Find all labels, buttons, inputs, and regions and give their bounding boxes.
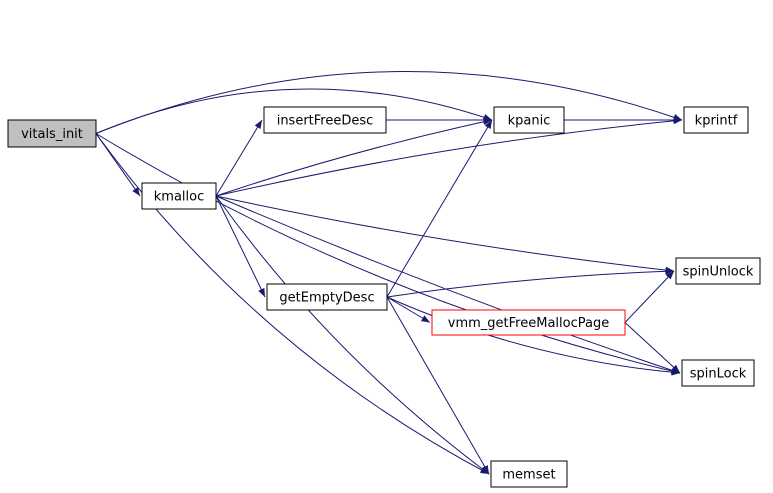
edge-kmalloc-to-kprintf (215, 117, 683, 197)
node-vitals_init[interactable]: vitals_init (7, 119, 97, 148)
node-box-kmalloc[interactable] (141, 182, 217, 210)
edge-getEmptyDesc-to-memset (386, 296, 490, 475)
edge-getEmptyDesc-to-vmm_getFreeMallocPage (386, 296, 431, 323)
edge-kmalloc-to-getEmptyDesc (215, 195, 266, 298)
node-label-memset: memset (502, 468, 555, 483)
node-label-vmm_getFreeMallocPage: vmm_getFreeMallocPage (448, 316, 609, 331)
node-label-getEmptyDesc: getEmptyDesc (279, 291, 374, 306)
edge-vmm_getFreeMallocPage-to-spinLock (624, 322, 681, 374)
node-vmm_getFreeMallocPage[interactable]: vmm_getFreeMallocPage (431, 309, 626, 336)
node-label-spinLock: spinLock (690, 367, 747, 382)
node-box-kprintf[interactable] (683, 106, 749, 134)
node-label-vitals_init: vitals_init (21, 127, 83, 142)
edge-vitals_init-to-spinLock (95, 133, 681, 375)
node-memset[interactable]: memset (490, 460, 568, 488)
node-box-kpanic[interactable] (493, 106, 565, 134)
node-insertFreeDesc[interactable]: insertFreeDesc (263, 106, 387, 134)
node-box-spinUnlock[interactable] (675, 257, 761, 285)
node-box-insertFreeDesc[interactable] (263, 106, 387, 134)
node-label-kmalloc: kmalloc (154, 190, 204, 205)
node-kpanic[interactable]: kpanic (493, 106, 565, 134)
edge-getEmptyDesc-to-spinLock (386, 296, 681, 376)
edge-vitals_init-to-kprintf (95, 71, 683, 134)
node-label-insertFreeDesc: insertFreeDesc (277, 114, 374, 129)
node-label-spinUnlock: spinUnlock (683, 265, 754, 280)
node-kmalloc[interactable]: kmalloc (141, 182, 217, 210)
node-box-memset[interactable] (490, 460, 568, 488)
edge-kmalloc-to-spinUnlock (215, 195, 675, 274)
edge-kmalloc-to-kpanic (215, 118, 493, 197)
edge-getEmptyDesc-to-spinUnlock (386, 267, 675, 298)
edge-vmm_getFreeMallocPage-to-spinUnlock (624, 270, 675, 323)
node-kprintf[interactable]: kprintf (683, 106, 749, 134)
node-getEmptyDesc[interactable]: getEmptyDesc (266, 283, 388, 311)
edge-kmalloc-to-memset (215, 195, 490, 475)
node-box-vmm_getFreeMallocPage[interactable] (431, 309, 626, 336)
node-box-getEmptyDesc[interactable] (266, 283, 388, 311)
node-box-spinLock[interactable] (681, 359, 755, 387)
edge-kmalloc-to-insertFreeDesc (215, 119, 263, 197)
node-spinLock[interactable]: spinLock (681, 359, 755, 387)
edge-vitals_init-to-memset (95, 133, 490, 475)
node-label-kpanic: kpanic (508, 114, 551, 129)
node-box-vitals_init[interactable] (7, 119, 97, 148)
edge-getEmptyDesc-to-kpanic (386, 119, 493, 298)
node-spinUnlock[interactable]: spinUnlock (675, 257, 761, 285)
node-label-kprintf: kprintf (695, 114, 738, 129)
